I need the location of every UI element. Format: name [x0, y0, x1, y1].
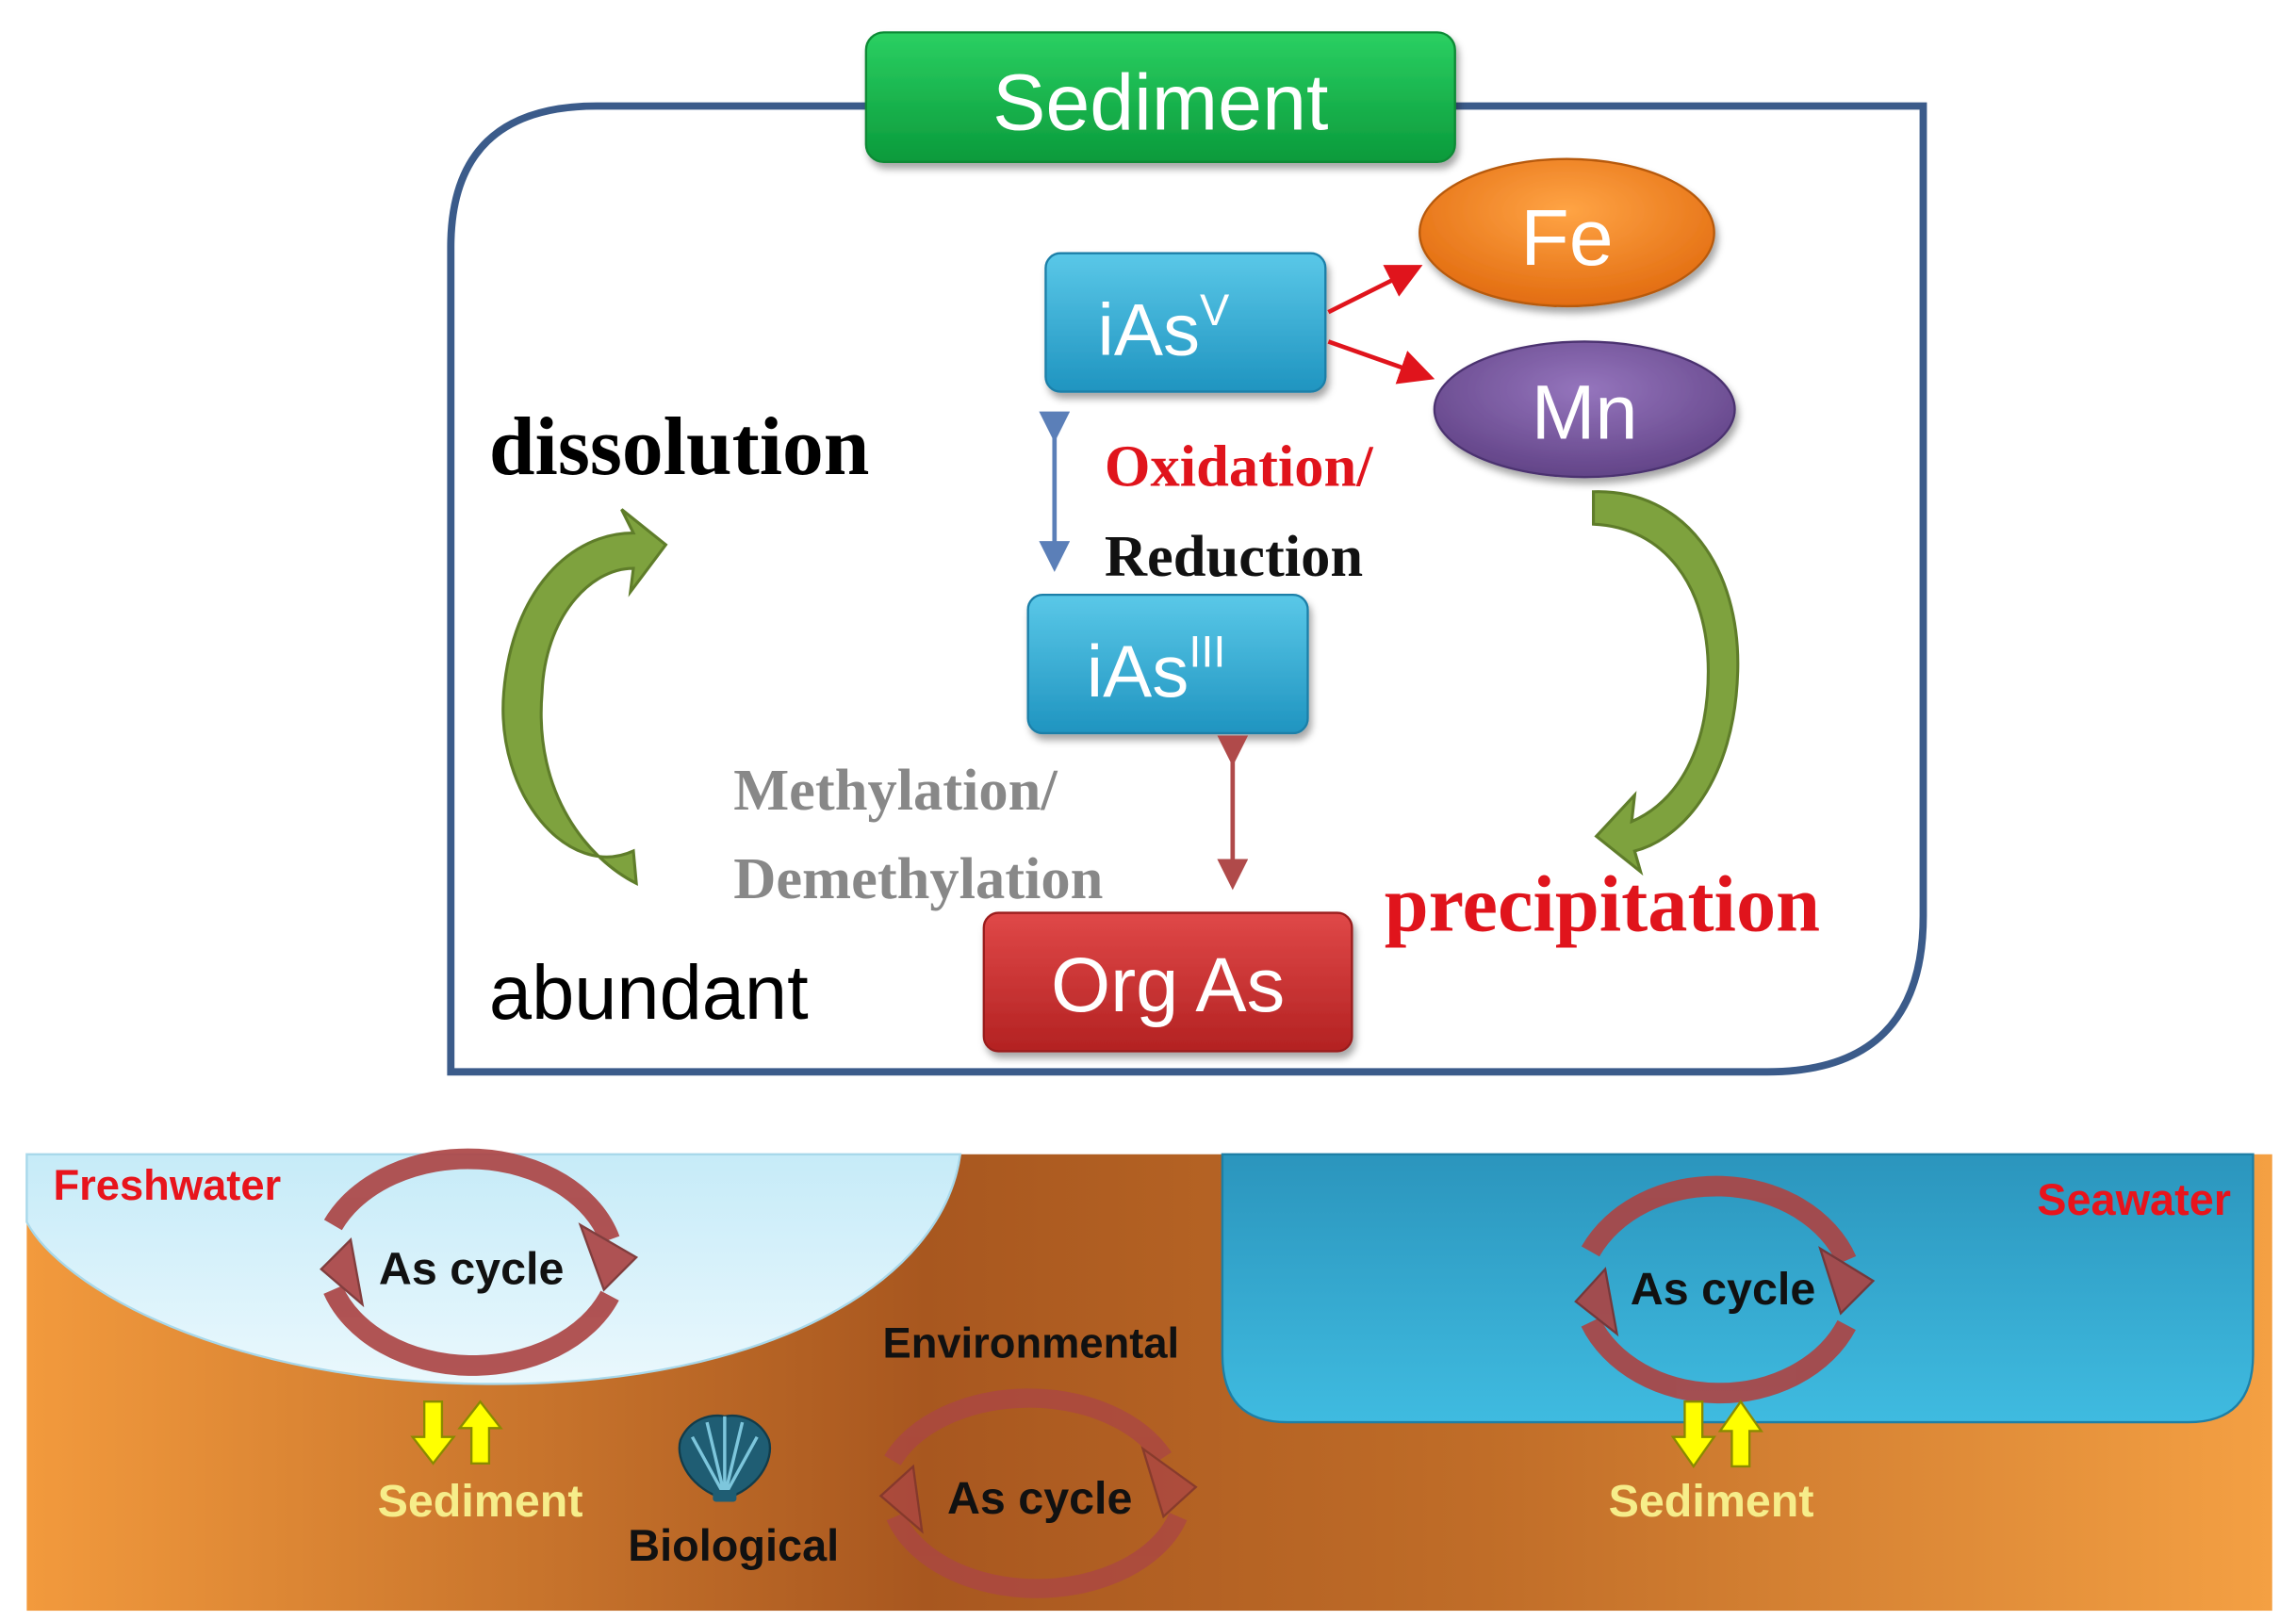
freshwater-cycle-label: As cycle: [379, 1243, 564, 1294]
arrow-to-mn-icon: [1327, 339, 1435, 385]
methylation-label: Methylation/: [733, 757, 1058, 823]
abundant-label: abundant: [489, 950, 809, 1036]
ias-iii-box: [1026, 593, 1309, 735]
mn-ellipse: [1433, 340, 1736, 479]
sediment-title-badge: [864, 31, 1456, 164]
fe-ellipse: [1419, 157, 1715, 308]
seawater-sediment-label: Sediment: [1609, 1476, 1814, 1527]
org-as-label: Org As: [1051, 942, 1285, 1028]
seawater-cycle-icon: [1574, 1175, 1876, 1404]
ias-iii-label: iAsIII: [1087, 628, 1226, 712]
org-as-box: [982, 911, 1353, 1053]
environment-panel: Freshwater Seawater As cycle As cycle En…: [25, 1148, 2272, 1612]
dissolution-label: dissolution: [489, 401, 870, 492]
reduction-label: Reduction: [1105, 523, 1363, 589]
fe-label: Fe: [1520, 193, 1613, 282]
environmental-cycle-icon: [878, 1388, 1198, 1598]
freshwater-exchange-arrows-icon: [410, 1400, 503, 1465]
seawater-exchange-arrows-icon: [1670, 1400, 1763, 1469]
freshwater-label: Freshwater: [53, 1161, 281, 1209]
freshwater-sediment-label: Sediment: [378, 1476, 583, 1527]
mn-label: Mn: [1532, 370, 1638, 456]
seawater-label: Seawater: [2037, 1175, 2231, 1224]
biological-label: Biological: [628, 1521, 839, 1570]
ias-v-label: iAsV: [1098, 286, 1231, 370]
demethylation-label: Demethylation: [733, 845, 1103, 911]
seawater-basin: [1221, 1153, 2255, 1424]
ias-v-box: [1044, 252, 1327, 393]
sediment-panel: Sediment iAsV iAsIII Org As Fe: [447, 31, 1927, 1076]
seawater-cycle-label: As cycle: [1631, 1264, 1815, 1315]
precipitation-label: precipitation: [1385, 860, 1820, 948]
environmental-cycle-label: As cycle: [947, 1473, 1132, 1524]
oxidation-label: Oxidation/: [1105, 434, 1373, 499]
precipitation-arrow-icon: [1592, 490, 1740, 876]
shell-icon: [678, 1414, 772, 1502]
dissolution-arrow-icon: [501, 508, 668, 886]
freshwater-cycle-icon: [320, 1148, 639, 1376]
arrow-to-fe-icon: [1327, 265, 1423, 315]
environmental-label: Environmental: [882, 1318, 1179, 1367]
sediment-title: Sediment: [992, 57, 1328, 146]
freshwater-basin: [25, 1153, 962, 1385]
